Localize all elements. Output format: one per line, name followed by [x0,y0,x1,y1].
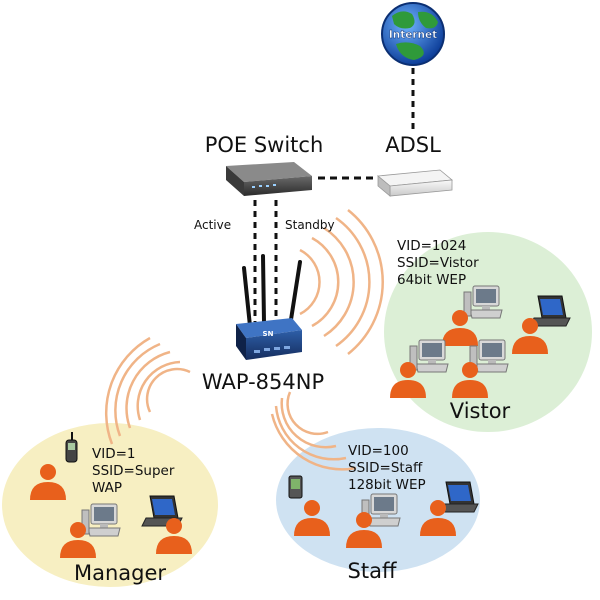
manager-vid: VID=1 [92,446,136,462]
adsl-modem-icon [377,169,453,197]
manager-ssid: SSID=Super [92,463,175,479]
internet-globe-icon: Internet [381,2,445,66]
poe-switch-icon [226,162,312,196]
staff-ssid: SSID=Staff [348,460,423,476]
router-badge: SN [263,330,274,338]
internet-label: Internet [389,29,437,41]
router-label: WAP-854NP [202,370,324,394]
staff-vid: VID=100 [348,443,409,459]
wireless-waves-left [104,336,191,445]
poe-switch-label: POE Switch [205,133,324,157]
visitor-security: 64bit WEP [397,272,466,288]
standby-label: Standby [285,218,335,232]
staff-security: 128bit WEP [348,477,426,493]
visitor-zone [384,232,592,432]
manager-security: WAP [92,480,122,496]
manager-group-name: Manager [74,561,166,585]
router-icon: SN [236,254,302,360]
visitor-group-name: Vistor [450,399,511,423]
manager-phone-icon [65,432,78,463]
wireless-waves-bottom [270,391,357,471]
active-label: Active [194,218,231,232]
staff-group-name: Staff [348,559,397,583]
visitor-ssid: SSID=Vistor [397,255,479,271]
staff-pda-icon [288,475,303,499]
wireless-waves-right [299,209,384,355]
visitor-vid: VID=1024 [397,238,466,254]
adsl-label: ADSL [385,133,441,157]
